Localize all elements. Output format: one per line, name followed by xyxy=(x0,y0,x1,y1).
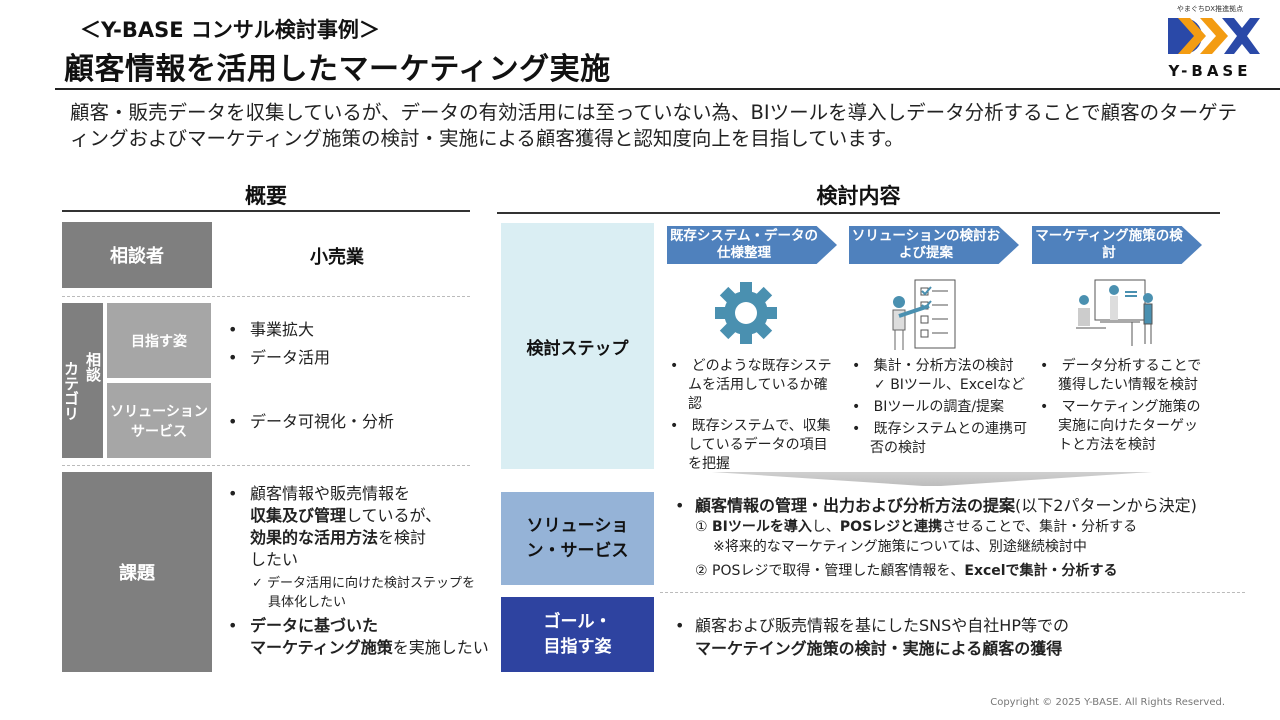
check-item: ✓ BIツール、Excelなど xyxy=(874,377,1026,393)
check-icon: ✓ xyxy=(874,377,891,393)
solution-list: •データ可視化・分析 xyxy=(228,411,394,433)
overview-heading: 概要 xyxy=(245,184,287,208)
list-item: • 集計・分析方法の検討 xyxy=(852,358,1014,374)
category-label-b: カテゴリ xyxy=(62,360,80,421)
issue-list: •顧客情報や販売情報を収集及び管理しているが、効果的な活用方法を検討したい ✓ … xyxy=(228,483,498,659)
goal-emphasis: マーケテイング施策の検討・実施による顧客の獲得 xyxy=(695,639,1063,658)
intro-text: 顧客・販売データを収集しているが、データの有効活用には至っていない為、BIツール… xyxy=(70,101,1238,150)
logo-tagline: やまぐちDX推進拠点 xyxy=(1176,5,1244,13)
step-2-list: • 集計・分析方法の検討 ✓ BIツール、Excelなど • BIツールの調査/… xyxy=(852,357,1032,461)
category-label-a: 相談 xyxy=(84,351,102,382)
y-base-logo: やまぐちDX推進拠点 Y-BASE xyxy=(1160,4,1260,84)
study-heading: 検討内容 xyxy=(816,184,901,208)
goal-list: •事業拡大 •データ活用 xyxy=(228,316,330,372)
dx-logo-icon xyxy=(1168,18,1260,54)
page-title: 顧客情報を活用したマーケティング実施 xyxy=(64,52,611,87)
goal-content: •顧客および販売情報を基にしたSNSや自社HP等での マーケテイング施策の検討・… xyxy=(675,614,1069,660)
overview-divider xyxy=(62,210,470,212)
client-label: 相談者 xyxy=(62,222,212,288)
solution-label: ソリューション サービス xyxy=(107,383,211,458)
solution-option-1: ① BIツールを導入し、POSレジと連携させることで、集計・分析する xyxy=(695,519,1138,535)
step-3-list: • データ分析することで獲得したい情報を検討 • マーケティング施策の実施に向け… xyxy=(1040,357,1210,458)
list-item: •データ可視化・分析 xyxy=(228,412,395,431)
solution-note: ※将来的なマーケティング施策については、別途継続検討中 xyxy=(713,539,1087,555)
down-arrow-icon xyxy=(712,472,1152,486)
list-item: • 既存システムで、収集しているデータの項目を把握 xyxy=(670,418,831,472)
step-1-chevron: 既存システム・データの仕様整理 xyxy=(667,226,837,264)
list-item: •顧客および販売情報を基にしたSNSや自社HP等での xyxy=(675,616,1069,635)
solution-option-2: ② POSレジで取得・管理した顧客情報を、Excelで集計・分析する xyxy=(695,563,1118,579)
list-item: •事業拡大 xyxy=(228,320,315,339)
client-value: 小売業 xyxy=(310,247,364,268)
step-2-chevron: ソリューションの検討および提案 xyxy=(849,226,1019,264)
solution-label-line2: サービス xyxy=(131,423,187,440)
list-item: •データに基づいたマーケティング施策を実施したい xyxy=(228,616,489,657)
check-icon: ✓ xyxy=(252,576,268,591)
logo-name: Y-BASE xyxy=(1168,62,1252,80)
checklist-person-icon xyxy=(892,279,956,350)
list-item: • データ分析することで獲得したい情報を検討 xyxy=(1040,358,1202,393)
solution-content: •顧客情報の管理・出力および分析方法の提案(以下2パターンから決定) ① BIツ… xyxy=(675,495,1255,581)
step-1-list: • どのような既存システムを活用しているか確認 • 既存システムで、収集している… xyxy=(670,357,840,477)
divider xyxy=(660,592,1245,593)
goal-label-box: ゴール・目指す姿 xyxy=(501,597,654,672)
divider xyxy=(62,296,470,297)
step-3-chevron: マーケティング施策の検討 xyxy=(1032,226,1202,264)
list-item: • マーケティング施策の実施に向けたターゲットと方法を検討 xyxy=(1040,399,1201,453)
list-item: •データ活用 xyxy=(228,348,331,367)
category-label: カテゴリ 相談 xyxy=(62,303,103,458)
list-item: •顧客情報の管理・出力および分析方法の提案(以下2パターンから決定) xyxy=(675,496,1197,515)
gear-icon xyxy=(715,282,777,344)
issue-label: 課題 xyxy=(62,472,212,672)
list-item: • BIツールの調査/提案 xyxy=(852,399,1005,415)
steps-label: 検討ステップ xyxy=(501,223,654,469)
meeting-people-icon xyxy=(1076,279,1153,346)
divider xyxy=(62,465,470,466)
list-item: • 既存システムとの連携可否の検討 xyxy=(852,421,1028,456)
copyright: Copyright © 2025 Y-BASE. All Rights Rese… xyxy=(990,697,1225,708)
study-divider xyxy=(497,212,1220,214)
list-item: • どのような既存システムを活用しているか確認 xyxy=(670,358,832,412)
solution-service-label: ソリューション・サービス xyxy=(501,492,654,585)
goal-label: 目指す姿 xyxy=(107,303,211,378)
page-subtitle: ＜Y-BASE コンサル検討事例＞ xyxy=(80,18,380,42)
solution-label-line1: ソリューション xyxy=(110,403,208,420)
check-item: ✓ データ活用に向けた検討ステップを具体化したい xyxy=(252,576,476,610)
header-divider xyxy=(55,88,1280,90)
list-item: •顧客情報や販売情報を収集及び管理しているが、効果的な活用方法を検討したい xyxy=(228,484,442,569)
